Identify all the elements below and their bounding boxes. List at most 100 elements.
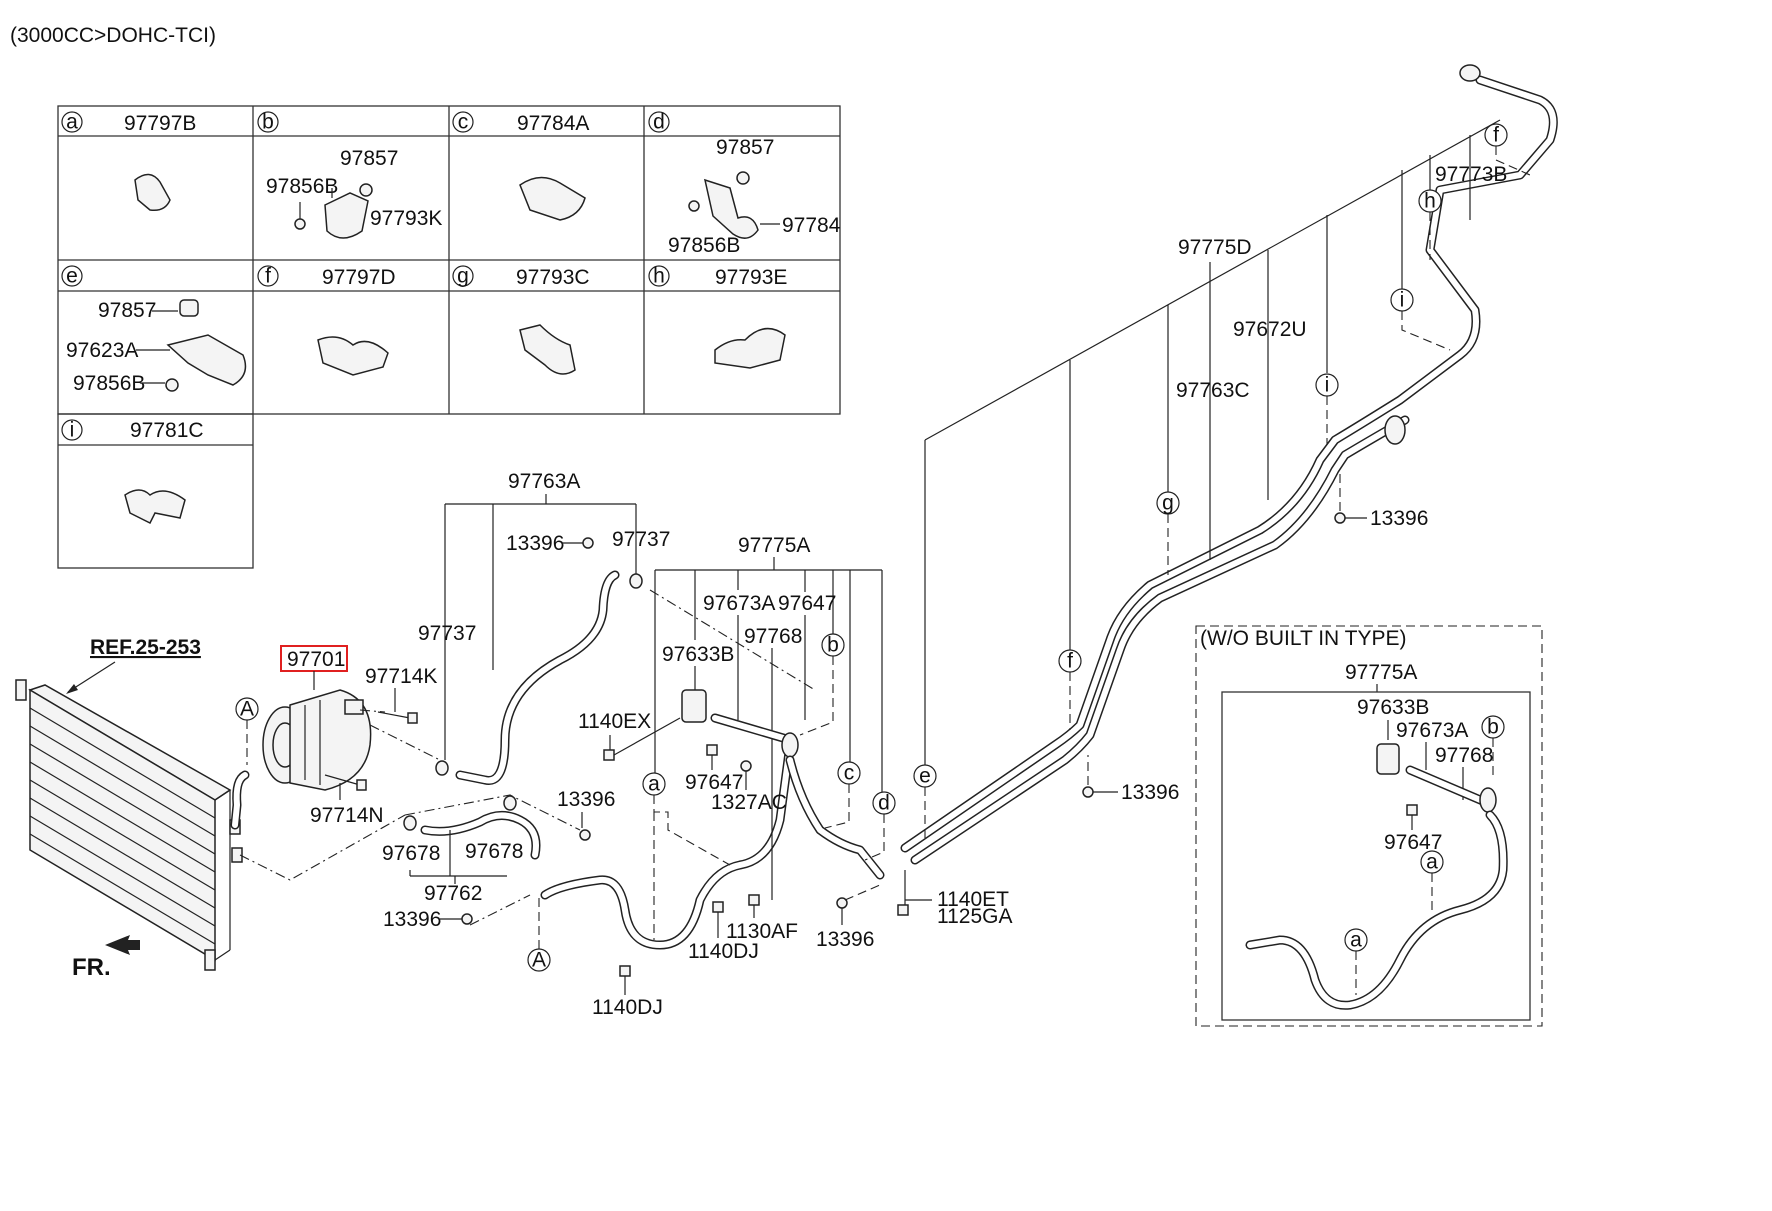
svg-text:f: f [265, 265, 271, 288]
part-label-97647-b: 97647 [685, 771, 743, 794]
svg-text:b: b [827, 634, 839, 657]
part-label-1130AF: 1130AF [726, 920, 798, 943]
cell-part-number: 97793E [715, 266, 787, 289]
inset-expansion-valve [1376, 743, 1400, 775]
part-label-97678-a: 97678 [382, 842, 440, 865]
part-label-97775A: 97775A [738, 534, 810, 557]
svg-text:a: a [66, 111, 78, 134]
suction-hose-assembly: 97763A 97737 97737 13396 [418, 470, 670, 785]
table-cell-h: h 97793E [648, 265, 787, 369]
svg-text:g: g [457, 265, 469, 288]
cell-label: 97856B [73, 372, 145, 395]
svg-text:d: d [653, 111, 665, 134]
inset-part-label-97775A: 97775A [1345, 661, 1417, 684]
part-label-1140DJ-b: 1140DJ [592, 996, 663, 1019]
part-label-97737-b: 97737 [612, 528, 670, 551]
callout-b-label: b [257, 111, 279, 134]
callout-b-center: b [821, 633, 845, 657]
callout-d-label: d [648, 111, 670, 134]
compressor: 97701 [262, 645, 372, 791]
inset-callout-a-lower: a [1344, 928, 1368, 952]
cell-label: 97623A [66, 339, 138, 362]
part-label-13396-c: 13396 [816, 928, 874, 951]
inset-part-label-97647: 97647 [1384, 831, 1442, 854]
table-cell-g: g 97793C [452, 265, 590, 375]
clip-illustration [317, 336, 389, 376]
callout-c-label: c [452, 111, 474, 134]
table-cell-c: c 97784A [452, 111, 589, 221]
part-label-97768: 97768 [744, 625, 802, 648]
expansion-valve [681, 689, 707, 723]
callout-i-rear: i [1315, 373, 1339, 397]
cell-label: 97857 [716, 136, 774, 159]
callout-d-center: d [872, 791, 896, 815]
part-label-97714K: 97714K [365, 665, 437, 688]
inset-callout-b: b [1481, 715, 1505, 739]
callout-f-rear-upper: f [1484, 123, 1508, 147]
callout-A-bottom: A [527, 948, 551, 972]
highlighted-part-number: 97701 [287, 648, 345, 671]
part-label-1140DJ-a: 1140DJ [688, 940, 759, 963]
cell-label: 97784 [782, 214, 841, 237]
svg-text:d: d [878, 792, 890, 815]
cell-part-number: 97793C [516, 266, 590, 289]
callout-f-rear: f [1058, 649, 1082, 673]
svg-text:f: f [1493, 124, 1499, 147]
cell-label: 97857 [98, 299, 156, 322]
cell-label: 97856B [668, 234, 740, 257]
inset-callout-a-upper: a [1420, 850, 1444, 874]
inset-title: (W/O BUILT IN TYPE) [1200, 627, 1407, 650]
svg-text:b: b [1487, 716, 1499, 739]
callout-i-label: i [61, 419, 83, 442]
part-label-97678-b: 97678 [465, 840, 523, 863]
part-label-97673A: 97673A [703, 592, 775, 615]
rear-line-assembly: 97775D 97672U 97763C 97773B 1140ET 1125G… [897, 64, 1558, 928]
clip-illustration [519, 176, 586, 221]
svg-text:b: b [262, 111, 274, 134]
svg-text:i: i [1325, 374, 1330, 397]
part-label-97737-a: 97737 [418, 622, 476, 645]
discharge-hose-assembly: 13396 97678 97678 97762 13396 [382, 788, 615, 931]
part-label-1125GA: 1125GA [937, 905, 1013, 928]
callout-a-label: a [61, 111, 83, 134]
part-label-13396-low: 13396 [383, 908, 441, 931]
svg-text:h: h [1424, 190, 1436, 213]
callout-e-label: e [61, 265, 83, 288]
cell-label: 97793K [370, 207, 442, 230]
bracket-illustration [324, 192, 369, 239]
svg-text:i: i [1400, 289, 1405, 312]
part-label-97714N: 97714N [310, 804, 384, 827]
callout-g-rear: g [1156, 491, 1180, 515]
svg-text:e: e [919, 765, 931, 788]
clip-illustration [134, 173, 171, 212]
bracket-illustration [166, 334, 247, 386]
clip-illustration [124, 489, 186, 525]
callout-h-rear: h [1418, 189, 1442, 213]
condenser-fins [29, 707, 216, 945]
table-cell-b: b 97857 97856B 97793K [257, 111, 442, 239]
svg-text:c: c [844, 762, 855, 785]
front-label: FR. [72, 954, 111, 981]
part-label-13396-top: 13396 [506, 532, 564, 555]
table-cell-i: i 97781C [61, 419, 204, 525]
part-label-13396-mid: 13396 [557, 788, 615, 811]
inset-part-label-97768: 97768 [1435, 744, 1493, 767]
svg-text:c: c [458, 111, 469, 134]
svg-text:a: a [1426, 851, 1438, 874]
inset-part-label-97633B: 97633B [1357, 696, 1429, 719]
ref-label: REF.25-253 [90, 636, 201, 659]
svg-text:a: a [648, 773, 660, 796]
part-label-13396-e: 13396 [1121, 781, 1179, 804]
cell-part-number: 97797B [124, 112, 196, 135]
bracket-illustration [703, 178, 759, 239]
svg-text:h: h [653, 265, 665, 288]
callout-c-center: c [837, 761, 861, 785]
callout-f-label: f [257, 265, 279, 288]
condenser: REF.25-253 [15, 636, 406, 971]
svg-text:i: i [70, 419, 75, 442]
liquid-line-assembly: 97775A 97673A 97647 97768 97633B 1140EX … [540, 534, 885, 1019]
svg-text:A: A [532, 949, 546, 972]
cell-part-number: 97784A [517, 112, 589, 135]
inset-without-built-in-type: (W/O BUILT IN TYPE) 97775A 97633B 97673A… [1195, 625, 1543, 1027]
